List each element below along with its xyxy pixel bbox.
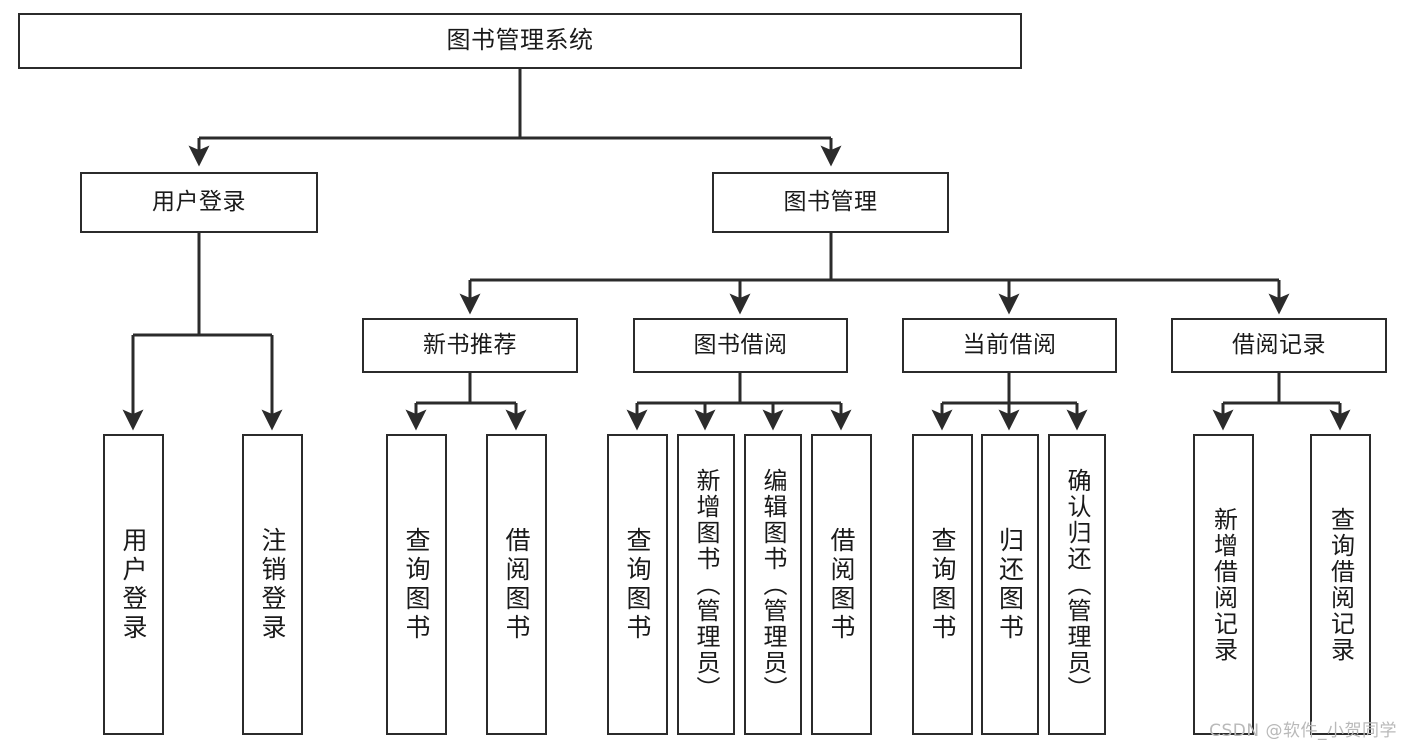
csdn-watermark: CSDN @软件_小贺同学: [1209, 721, 1397, 741]
node-label: 编辑图书（管理员）: [759, 467, 787, 702]
node-leaf-logout-login[interactable]: 注销登录: [242, 434, 303, 735]
node-root-system[interactable]: 图书管理系统: [18, 13, 1022, 69]
node-label: 归还图书: [995, 526, 1025, 643]
node-label: 用户登录: [119, 526, 148, 643]
node-book-borrow[interactable]: 图书借阅: [633, 318, 848, 373]
node-leaf-query-borrow-record[interactable]: 查询借阅记录: [1310, 434, 1371, 735]
node-label: 查询图书: [402, 526, 431, 643]
node-label: 确认归还（管理员）: [1063, 467, 1091, 702]
node-leaf-confirm-return[interactable]: 确认归还（管理员）: [1048, 434, 1106, 735]
node-label: 新增图书（管理员）: [692, 467, 720, 702]
node-leaf-borrow-book-2[interactable]: 借阅图书: [811, 434, 872, 735]
node-label: 图书管理系统: [446, 26, 594, 55]
node-leaf-add-book[interactable]: 新增图书（管理员）: [677, 434, 735, 735]
node-leaf-query-book-1[interactable]: 查询图书: [386, 434, 447, 735]
node-label: 查询图书: [928, 526, 957, 643]
node-leaf-query-book-2[interactable]: 查询图书: [607, 434, 668, 735]
node-label: 借阅图书: [827, 526, 856, 643]
node-leaf-query-book-3[interactable]: 查询图书: [912, 434, 973, 735]
node-borrow-record[interactable]: 借阅记录: [1171, 318, 1387, 373]
node-label: 当前借阅: [962, 332, 1057, 359]
node-label: 查询图书: [623, 526, 652, 643]
node-user-login[interactable]: 用户登录: [80, 172, 318, 233]
node-label: 注销登录: [258, 526, 287, 643]
node-label: 用户登录: [152, 189, 246, 216]
node-leaf-add-borrow-record[interactable]: 新增借阅记录: [1193, 434, 1254, 735]
node-label: 借阅图书: [502, 526, 531, 643]
node-new-book-recommend[interactable]: 新书推荐: [362, 318, 578, 373]
node-current-borrow[interactable]: 当前借阅: [902, 318, 1117, 373]
node-leaf-return-book[interactable]: 归还图书: [981, 434, 1039, 735]
node-book-manage[interactable]: 图书管理: [712, 172, 949, 233]
node-label: 图书借阅: [693, 332, 788, 359]
node-label: 查询借阅记录: [1326, 506, 1355, 663]
node-leaf-edit-book[interactable]: 编辑图书（管理员）: [744, 434, 802, 735]
node-label: 新增借阅记录: [1209, 506, 1238, 663]
node-leaf-user-login[interactable]: 用户登录: [103, 434, 164, 735]
node-leaf-borrow-book-1[interactable]: 借阅图书: [486, 434, 547, 735]
node-label: 新书推荐: [423, 332, 517, 359]
node-label: 借阅记录: [1232, 332, 1326, 359]
node-label: 图书管理: [783, 189, 878, 216]
